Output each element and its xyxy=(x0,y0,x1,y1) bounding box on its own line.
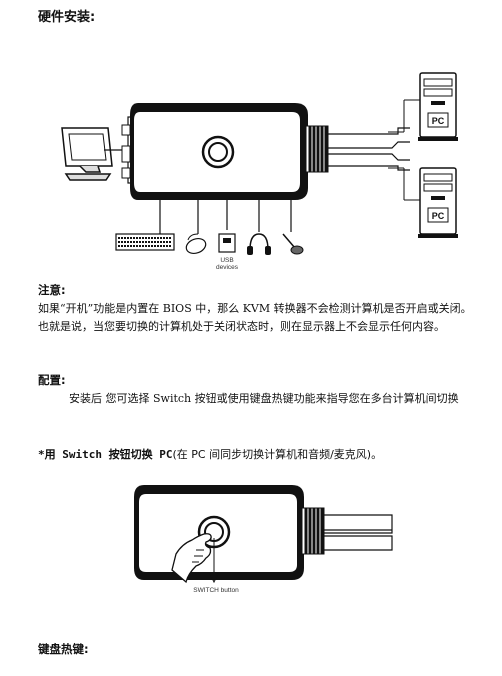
pc-top-label: PC xyxy=(432,116,445,126)
note-line-2: 也就是说，当您要切换的计算机处于关闭状态时，则在显示器上不会显示任何内容。 xyxy=(38,320,445,333)
switch-heading-bold: *用 Switch 按钮切换 PC xyxy=(38,448,173,461)
config-heading: 配置: xyxy=(38,373,66,387)
hardware-install-diagram: PC PC USB devices xyxy=(61,72,458,271)
headphones-icon xyxy=(247,233,271,255)
note-line-1: 如果“开机”功能是内置在 BIOS 中，那么 KVM 转换器不会检测计算机是否开… xyxy=(38,302,472,315)
switch-heading-normal: (在 PC 间同步切换计算机和音频/麦克风)。 xyxy=(172,448,383,461)
switch-button-heading: *用 Switch 按钮切换 PC(在 PC 间同步切换计算机和音频/麦克风)。 xyxy=(38,446,382,462)
kvm-switch-box-2 xyxy=(134,485,325,580)
switch-button-label: SWITCH button xyxy=(193,587,239,594)
monitor-icon xyxy=(61,127,113,181)
pc-bottom-label: PC xyxy=(432,211,445,221)
mouse-icon xyxy=(185,233,207,255)
note-heading: 注意: xyxy=(38,283,66,297)
usb-devices-label-line1: USB xyxy=(220,257,233,264)
pc-tower-bottom-icon: PC xyxy=(418,167,458,238)
pc-tower-top-icon: PC xyxy=(418,72,458,141)
kvm-switch-box xyxy=(121,103,329,200)
keyboard-hotkey-heading: 键盘热键: xyxy=(38,642,89,656)
usb-device-icon: USB devices xyxy=(216,233,239,271)
hardware-install-heading: 硬件安装: xyxy=(38,10,96,25)
keyboard-icon xyxy=(115,233,175,251)
microphone-icon xyxy=(282,233,304,255)
config-text: 安装后 您可选择 Switch 按钮或使用键盘热键功能来指导您在多台计算机间切换 xyxy=(69,392,459,405)
hand-pressing-icon xyxy=(171,533,212,584)
usb-devices-label-line2: devices xyxy=(216,264,239,271)
switch-button-diagram: SWITCH button xyxy=(134,485,393,594)
